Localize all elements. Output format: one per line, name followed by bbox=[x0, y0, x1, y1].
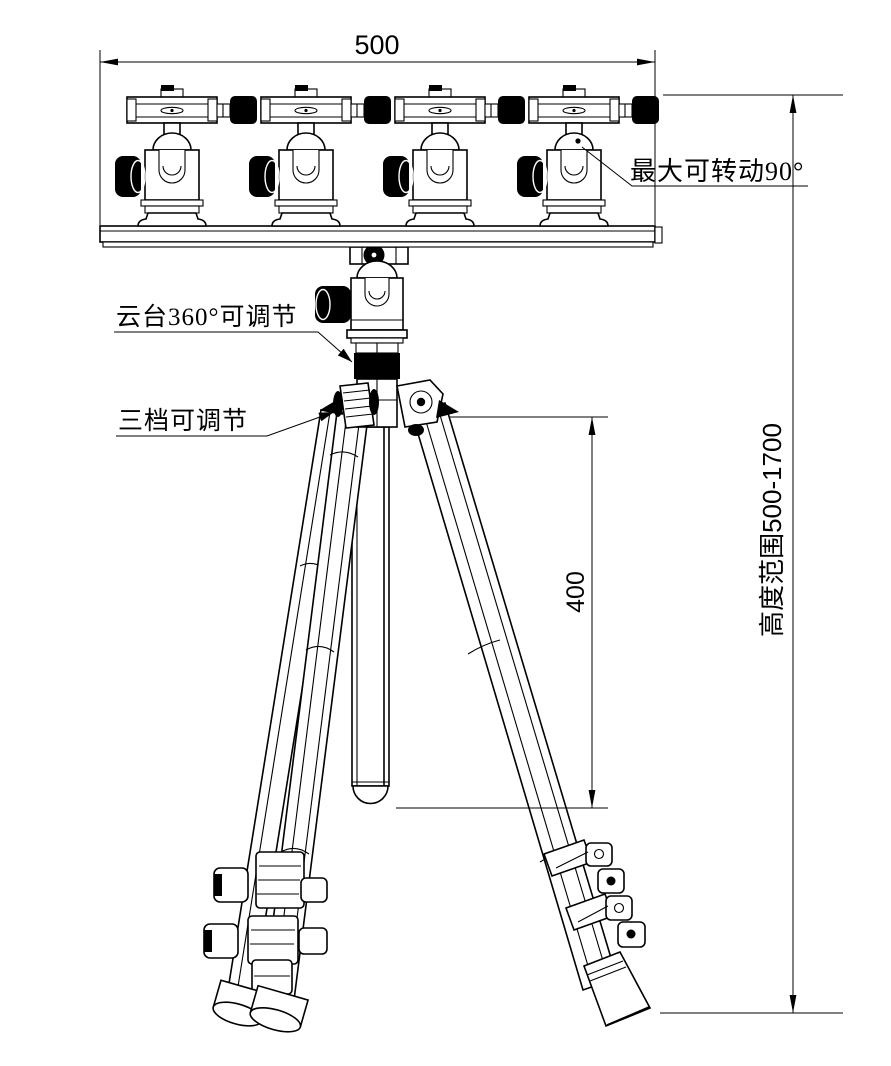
dimension-bar-width: 500 bbox=[99, 30, 656, 225]
mounting-bar bbox=[99, 225, 663, 248]
annotation-head-adjust-label: 云台360°可调节 bbox=[116, 303, 298, 331]
tripod-feet bbox=[212, 950, 652, 1033]
annotation-head-adjust: 云台360°可调节 bbox=[114, 303, 353, 363]
ball-head-2 bbox=[248, 84, 392, 227]
ball-head-3 bbox=[382, 84, 526, 227]
dimension-bar-width-label: 500 bbox=[354, 30, 399, 60]
right-leg-locks bbox=[542, 838, 646, 948]
annotation-max-rotation-label: 最大可转动90° bbox=[630, 157, 804, 186]
pan-collar bbox=[354, 353, 400, 379]
leg-hinge bbox=[320, 379, 459, 436]
left-leg-locks bbox=[203, 851, 328, 995]
dimension-height-range-label: 高度范围500-1700 bbox=[757, 423, 787, 637]
main-lock-knob bbox=[315, 286, 351, 323]
dimension-column-travel: 400 bbox=[396, 416, 608, 809]
ball-head-1 bbox=[114, 84, 258, 227]
tripod-leg-right bbox=[409, 402, 618, 992]
main-ball-head bbox=[315, 244, 459, 436]
annotation-max-rotation: 最大可转动90° bbox=[581, 146, 808, 187]
dimension-column-travel-label: 400 bbox=[562, 571, 590, 613]
annotation-leg-adjust-label: 三档可调节 bbox=[118, 407, 248, 435]
dimension-height-range: 高度范围500-1700 bbox=[660, 94, 843, 1014]
leg-angle-lever bbox=[333, 382, 379, 429]
annotation-leg-adjust: 三档可调节 bbox=[116, 407, 335, 437]
ball-head-4 bbox=[516, 84, 660, 227]
